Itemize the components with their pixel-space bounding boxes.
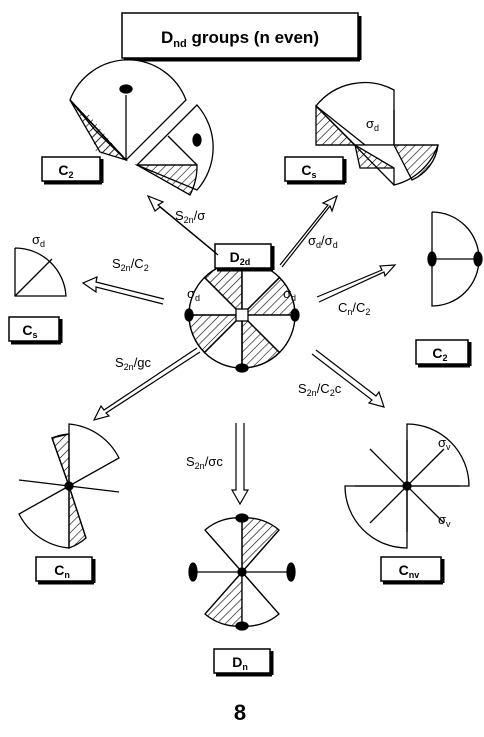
figure-number: 8 xyxy=(234,700,246,725)
box-d2d-center: D2d xyxy=(214,243,275,272)
arrow-label-upright: σd/σd xyxy=(308,233,338,250)
label-sigma-d-center-right: σd xyxy=(283,286,296,303)
svg-text:Cs: Cs xyxy=(301,162,316,180)
svg-text:D2d: D2d xyxy=(230,249,251,267)
cn-bottomleft-figure xyxy=(18,423,120,549)
c2-right-figure xyxy=(427,211,483,307)
arrow-right xyxy=(316,264,397,303)
dn-bottom-figure xyxy=(188,513,296,631)
arrow-left xyxy=(81,275,165,305)
label-sigma-d-center-left: σd xyxy=(187,286,200,303)
title-box: Dnd groups (n even) xyxy=(121,12,362,62)
cnv-bottomright-figure xyxy=(344,423,470,549)
c2-topleft-figure xyxy=(69,59,214,196)
box-dn-bottom: Dn xyxy=(213,648,274,677)
svg-text:Cn: Cn xyxy=(54,562,70,580)
title-text: Dnd groups (n even) xyxy=(161,28,319,50)
label-sigma-d-left: σd xyxy=(32,232,45,249)
box-cs-left: Cs xyxy=(8,316,63,345)
arrow-down xyxy=(230,423,250,506)
label-sigma-d-topright: σd xyxy=(366,116,379,133)
box-cs-topright: Cs xyxy=(284,156,347,185)
svg-text:Dn: Dn xyxy=(232,654,248,672)
box-c2-topleft: C2 xyxy=(41,156,104,185)
cs-topright-figure xyxy=(315,81,439,186)
cs-left-figure xyxy=(14,247,67,297)
svg-text:Cnv: Cnv xyxy=(399,562,420,580)
box-cnv-bottomright: Cnv xyxy=(380,556,445,585)
arrow-label-right: Cn/C2 xyxy=(338,300,370,317)
arrow-upright xyxy=(279,194,339,268)
label-sigma-v-bottom: σv xyxy=(438,512,451,529)
arrow-downright xyxy=(311,349,385,408)
arrow-label-left: S2n/C2 xyxy=(112,256,149,273)
arrow-downleft xyxy=(92,347,201,421)
svg-text:C2: C2 xyxy=(432,345,447,363)
box-cn-bottomleft: Cn xyxy=(35,556,96,585)
arrow-label-down: S2n/σc xyxy=(186,454,223,471)
box-c2-right: C2 xyxy=(415,339,472,368)
label-sigma-v-top: σv xyxy=(438,435,451,452)
arrow-upleft xyxy=(146,194,219,256)
svg-text:C2: C2 xyxy=(58,162,73,180)
arrow-label-downleft: S2n/gc xyxy=(115,355,152,372)
arrow-label-upleft: S2n/σ xyxy=(175,208,205,225)
svg-text:Cs: Cs xyxy=(22,322,37,340)
arrows xyxy=(81,194,397,506)
arrow-label-downright: S2n/C2c xyxy=(298,381,342,398)
d2d-center-figure xyxy=(184,257,300,373)
